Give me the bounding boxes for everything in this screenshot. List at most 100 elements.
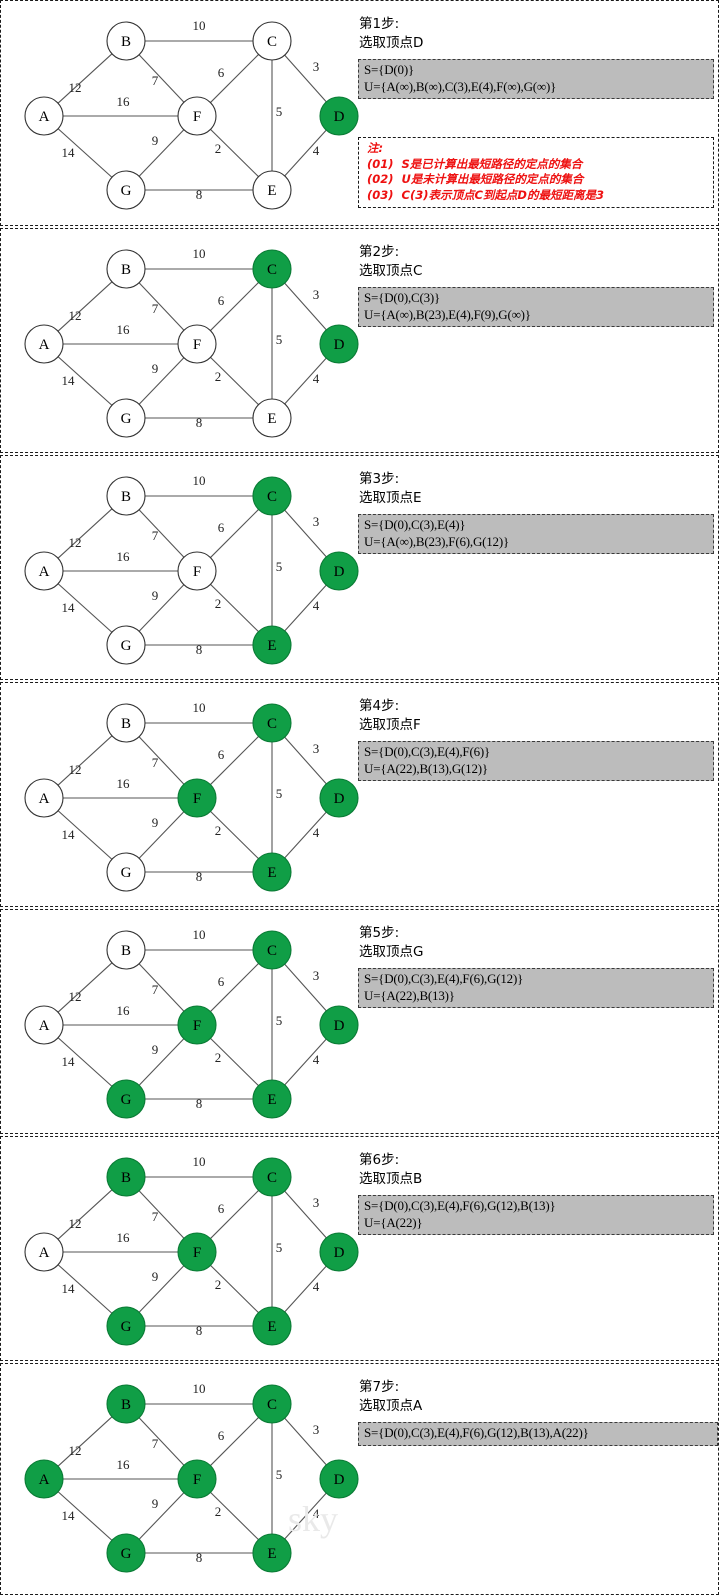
node-label: A — [39, 1245, 50, 1261]
graph-node-b[interactable]: B — [106, 476, 146, 516]
graph-node-e[interactable]: E — [252, 170, 292, 210]
edge-weight-label-a-g: 14 — [62, 1508, 76, 1523]
graph-edge-c-f — [210, 1190, 259, 1239]
node-label: E — [267, 1546, 276, 1562]
graph-edge-f-e — [210, 1491, 259, 1541]
graph-node-b[interactable]: B — [106, 249, 146, 289]
graph-node-c[interactable]: C — [252, 1157, 292, 1197]
graph-node-e[interactable]: E — [252, 1306, 292, 1346]
graph-node-c[interactable]: C — [252, 703, 292, 743]
graph-node-e[interactable]: E — [252, 1079, 292, 1119]
graph-node-d[interactable]: D — [319, 324, 359, 364]
node-label: B — [121, 34, 131, 50]
graph-node-e[interactable]: E — [252, 398, 292, 438]
graph-node-g[interactable]: G — [106, 625, 146, 665]
node-label: A — [39, 1018, 50, 1034]
graph-node-a[interactable]: A — [24, 324, 64, 364]
edge-weight-label-d-e: 4 — [313, 1506, 320, 1521]
set-state-box: S={D(0),C(3),E(4),F(6)}U={A(22),B(13),G(… — [358, 741, 714, 781]
graph-node-f[interactable]: F — [177, 1005, 217, 1045]
edge-weight-label-a-f: 16 — [117, 549, 131, 564]
graph-node-g[interactable]: G — [106, 398, 146, 438]
node-label: F — [193, 1245, 201, 1261]
graph-node-e[interactable]: E — [252, 852, 292, 892]
edge-weight-label-b-c: 10 — [193, 473, 206, 488]
graph-edge-a-b — [57, 53, 113, 104]
graph-node-a[interactable]: A — [24, 1232, 64, 1272]
graph-node-g[interactable]: G — [106, 1079, 146, 1119]
graph-edge-f-e — [210, 356, 259, 406]
edge-weight-label-c-d: 3 — [313, 1422, 320, 1437]
graph-node-c[interactable]: C — [252, 21, 292, 61]
graph-node-g[interactable]: G — [106, 1306, 146, 1346]
graph-node-g[interactable]: G — [106, 170, 146, 210]
graph-node-d[interactable]: D — [319, 551, 359, 591]
graph-node-d[interactable]: D — [319, 1459, 359, 1499]
graph-node-a[interactable]: A — [24, 1459, 64, 1499]
graph-node-f[interactable]: F — [177, 551, 217, 591]
node-label: A — [39, 1472, 50, 1488]
node-circle — [319, 778, 359, 818]
graph-node-a[interactable]: A — [24, 96, 64, 136]
node-label: A — [39, 564, 50, 580]
edge-weight-label-f-g: 9 — [152, 588, 159, 603]
graph-edge-f-g — [138, 129, 185, 177]
graph-node-c[interactable]: C — [252, 476, 292, 516]
graph-edge-c-d — [284, 1417, 327, 1466]
graph-node-b[interactable]: B — [106, 1384, 146, 1424]
graph-edge-a-g — [57, 583, 113, 633]
node-label: B — [121, 1397, 131, 1413]
node-label: A — [39, 791, 50, 807]
node-label: C — [267, 1397, 277, 1413]
edge-weight-label-f-e: 2 — [215, 1504, 222, 1519]
graph-node-g[interactable]: G — [106, 852, 146, 892]
graph-node-d[interactable]: D — [319, 1232, 359, 1272]
graph-edge-f-g — [138, 584, 185, 632]
edge-weight-label-c-f: 6 — [218, 520, 225, 535]
graph-node-b[interactable]: B — [106, 703, 146, 743]
graph-node-c[interactable]: C — [252, 1384, 292, 1424]
graph-edge-b-f — [138, 963, 185, 1012]
graph-node-b[interactable]: B — [106, 930, 146, 970]
node-label: B — [121, 489, 131, 505]
node-label: D — [334, 1472, 345, 1488]
node-circle — [106, 1306, 146, 1346]
graph-node-b[interactable]: B — [106, 1157, 146, 1197]
graph-edge-d-e — [284, 1492, 327, 1540]
graph-node-d[interactable]: D — [319, 778, 359, 818]
node-label: D — [334, 1018, 345, 1034]
step-heading: 第6步:选取顶点B — [359, 1151, 422, 1189]
edge-weight-label-c-d: 3 — [313, 1195, 320, 1210]
graph-node-f[interactable]: F — [177, 1459, 217, 1499]
graph-node-f[interactable]: F — [177, 1232, 217, 1272]
graph-node-f[interactable]: F — [177, 324, 217, 364]
graph-node-d[interactable]: D — [319, 1005, 359, 1045]
graph-node-f[interactable]: F — [177, 96, 217, 136]
node-circle — [252, 476, 292, 516]
graph-node-c[interactable]: C — [252, 249, 292, 289]
node-label: C — [267, 34, 277, 50]
node-circle — [252, 1384, 292, 1424]
graph-node-f[interactable]: F — [177, 778, 217, 818]
edge-weight-label-a-b: 12 — [69, 1216, 82, 1231]
graph-node-e[interactable]: E — [252, 625, 292, 665]
graph-edge-f-e — [210, 1264, 259, 1314]
graph-node-a[interactable]: A — [24, 551, 64, 591]
graph-node-g[interactable]: G — [106, 1533, 146, 1573]
step-heading-line1: 第1步: — [359, 16, 400, 32]
graph-node-b[interactable]: B — [106, 21, 146, 61]
graph-node-a[interactable]: A — [24, 1005, 64, 1045]
edge-weight-label-c-d: 3 — [313, 968, 320, 983]
graph-node-a[interactable]: A — [24, 778, 64, 818]
edge-weight-label-a-f: 16 — [117, 94, 131, 109]
graph-edge-b-f — [138, 1190, 185, 1239]
graph-node-d[interactable]: D — [319, 96, 359, 136]
graph-node-c[interactable]: C — [252, 930, 292, 970]
graph-node-e[interactable]: E — [252, 1533, 292, 1573]
node-label: F — [193, 564, 201, 580]
